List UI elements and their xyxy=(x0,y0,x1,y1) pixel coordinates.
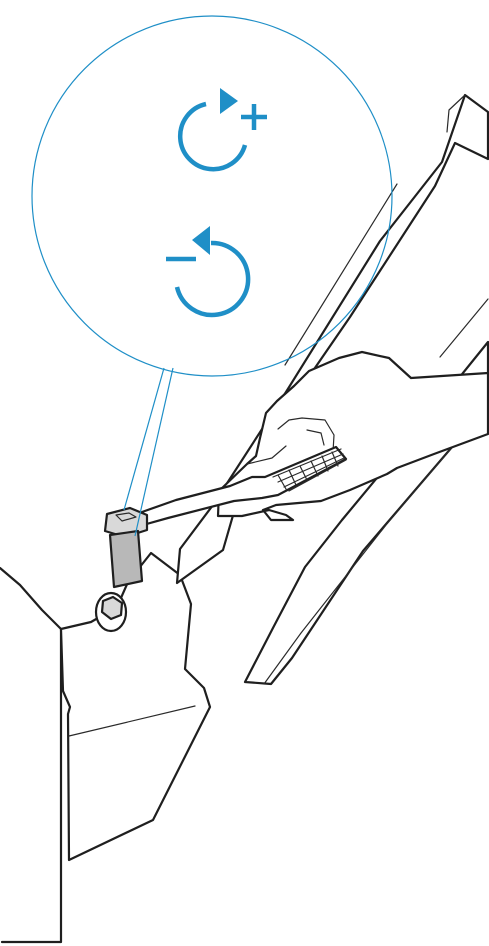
frame-rail-line-1 xyxy=(285,184,397,365)
machine-housing xyxy=(0,568,61,942)
tighten-clockwise-icon xyxy=(180,88,267,169)
frame-rail-line-2 xyxy=(440,299,488,357)
nut xyxy=(102,597,122,619)
loosen-counterclockwise-icon xyxy=(166,226,248,315)
side-panel xyxy=(61,553,210,860)
callout-guide-line-1 xyxy=(124,368,164,510)
socket xyxy=(110,531,142,587)
